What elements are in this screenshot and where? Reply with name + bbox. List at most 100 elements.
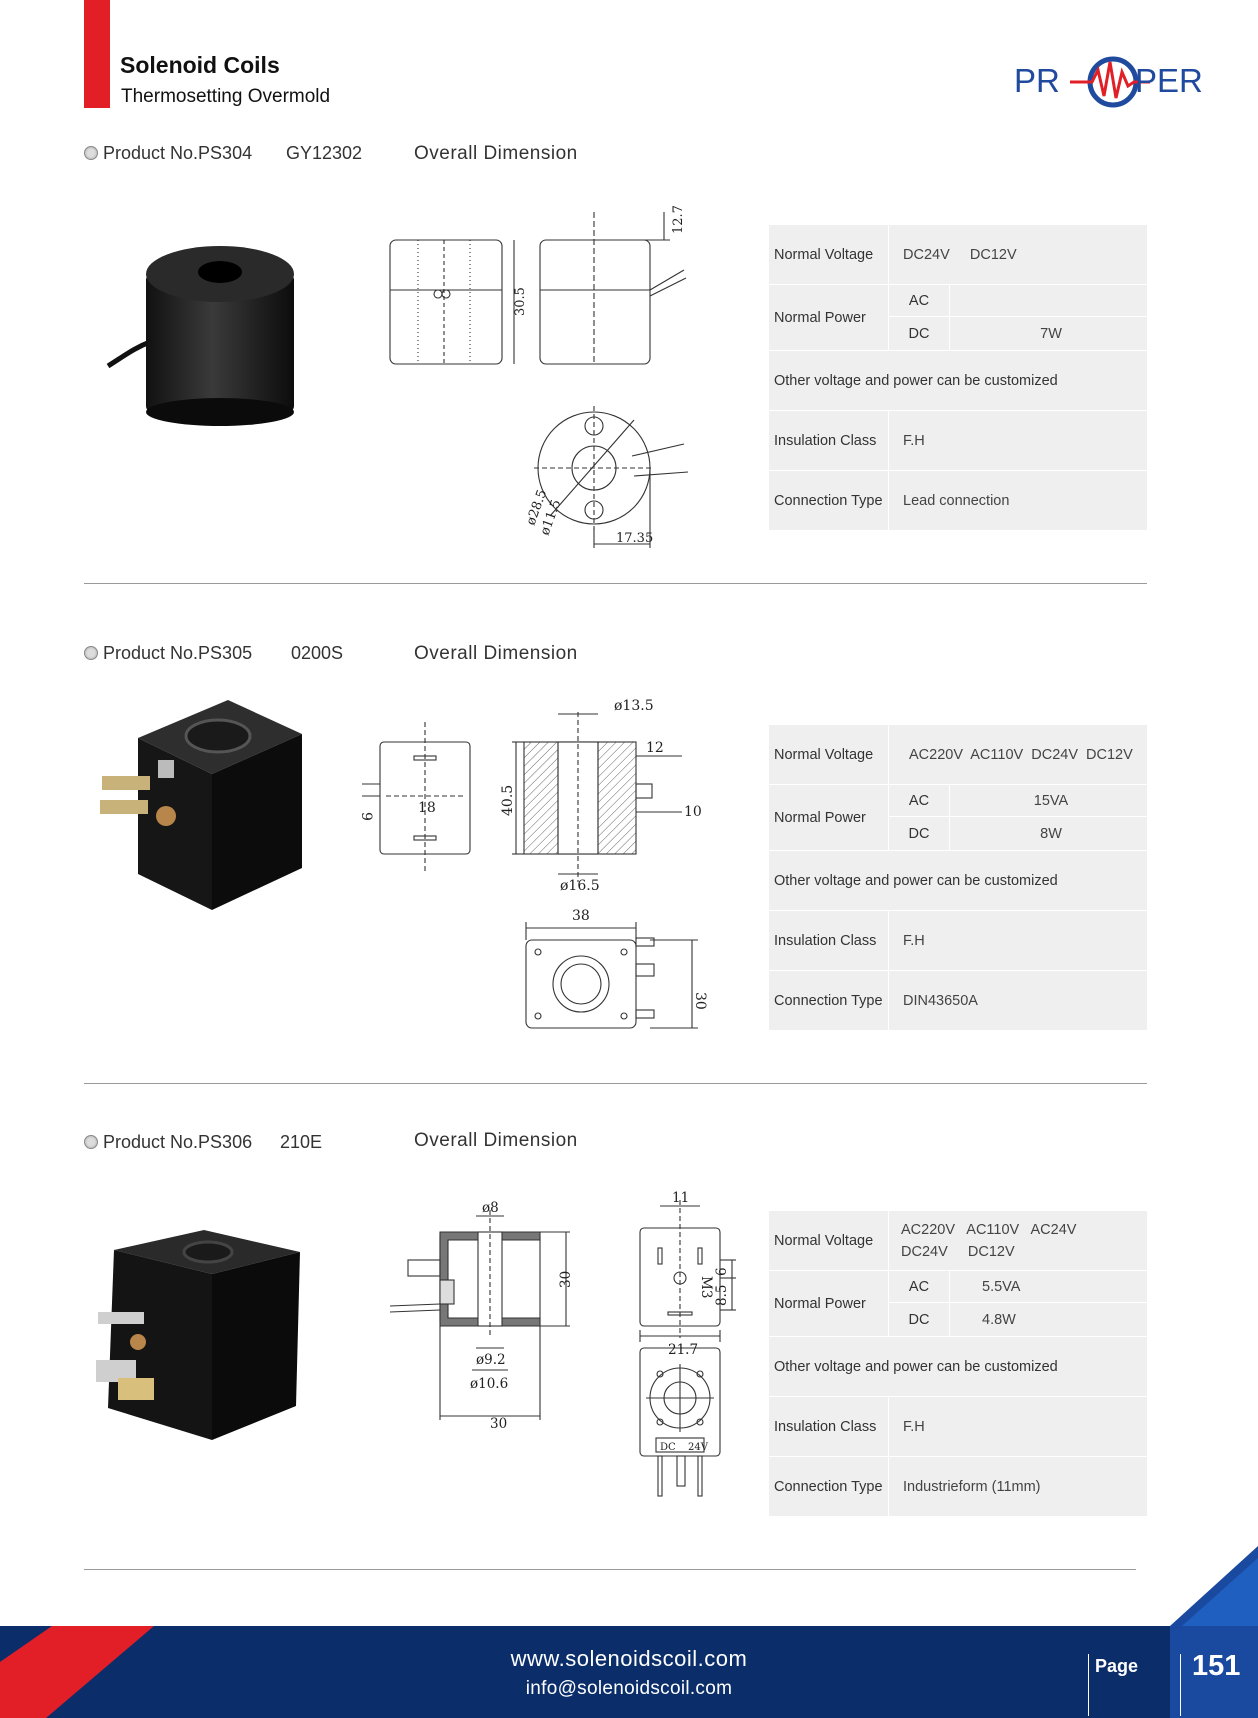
ps305-spec-table: Normal Voltage AC220V AC110V DC24V DC12V…: [768, 724, 1148, 1031]
dim-label: 30: [490, 1416, 507, 1432]
dim-label: 30.5: [513, 287, 528, 316]
logo-pulse-line: [1070, 61, 1150, 99]
dim-label: ø13.5: [614, 698, 654, 714]
product-model: 210E: [280, 1132, 323, 1152]
dim-label: 12.7: [671, 206, 686, 234]
product-header-ps306: Product No.PS306: [84, 1132, 252, 1153]
website-link[interactable]: www.solenoidscoil.com: [510, 1646, 748, 1671]
header-accent-bar: [84, 0, 110, 108]
footer-divider: [1088, 1654, 1089, 1716]
spec-key: Connection Type: [768, 970, 889, 1031]
dim-label: 10: [684, 804, 702, 820]
spec-value: 4.8W: [949, 1302, 1148, 1337]
spec-value: 7W: [949, 316, 1148, 351]
spec-subkey: DC: [888, 316, 950, 351]
voltage-line: DC24V DC12V: [903, 246, 1017, 263]
page-number: 151: [1192, 1650, 1241, 1682]
spec-value: [949, 284, 1148, 317]
product-number: Product No.PS306: [103, 1132, 253, 1152]
spec-subkey: DC: [888, 1302, 950, 1337]
spec-value: F.H: [888, 1396, 1148, 1457]
spec-key: Normal Voltage: [768, 724, 889, 785]
product-model: GY12302: [286, 143, 363, 163]
spec-value: 5.5VA: [949, 1270, 1148, 1303]
spec-key: Normal Power: [768, 784, 889, 851]
dim-label: 12: [646, 740, 664, 756]
dim-label: 21.7: [668, 1342, 698, 1358]
spec-key: Connection Type: [768, 1456, 889, 1517]
dim-label: 9: [358, 812, 374, 821]
dim-label: DC: [660, 1442, 676, 1453]
page-label: Page: [1095, 1656, 1139, 1676]
spec-value: 15VA: [949, 784, 1148, 817]
spec-subkey: DC: [888, 816, 950, 851]
product-number: Product No.PS304: [103, 143, 253, 163]
dim-label: ø10.6: [470, 1376, 508, 1392]
dim-label: 11: [672, 1190, 689, 1206]
email-link[interactable]: info@solenoidscoil.com: [525, 1678, 733, 1699]
section-divider: [84, 583, 1147, 584]
spec-key: Insulation Class: [768, 910, 889, 971]
footer-band: [0, 1626, 1258, 1718]
ps305-coil-photo: [100, 700, 302, 910]
voltage-line: DC24V DC12V: [901, 1243, 1015, 1260]
dim-label: 38: [572, 908, 590, 924]
dim-label: 40.5: [500, 785, 516, 816]
ps306-spec-table: Normal Voltage AC220V AC110V AC24V DC24V…: [768, 1210, 1148, 1517]
spec-value: F.H: [888, 910, 1148, 971]
ps306-dimension-drawing: ø8 30 ø9.2 ø10.6 30 11 6 M3 8.5 21.7 DC …: [390, 1190, 736, 1497]
spec-key: Normal Power: [768, 284, 889, 351]
spec-value: DIN43650A: [888, 970, 1148, 1031]
spec-key: Insulation Class: [768, 410, 889, 471]
dim-label: ø9.2: [476, 1352, 506, 1368]
logo-text-right: PER: [1135, 62, 1203, 99]
spec-note: Other voltage and power can be customize…: [768, 350, 1148, 411]
spec-note: Other voltage and power can be customize…: [768, 850, 1148, 911]
product-header-ps305: Product No.PS305: [84, 643, 252, 664]
dim-label: ø8: [482, 1200, 499, 1216]
spec-subkey: AC: [888, 784, 950, 817]
spec-value: Industrieform (11mm): [888, 1456, 1148, 1517]
footer-decoration: [0, 1546, 1258, 1718]
ps306-coil-photo: [96, 1230, 300, 1440]
product-header-ps304: Product No.PS304: [84, 143, 252, 164]
section-divider: [84, 1083, 1147, 1084]
voltage-line: AC220V AC110V DC24V DC12V: [909, 746, 1133, 763]
spec-key: Normal Voltage: [768, 1210, 889, 1271]
bullet-icon: [84, 1135, 98, 1149]
dim-label: 18: [418, 800, 436, 816]
dim-label: ø16.5: [560, 878, 600, 894]
overall-dimension-label: Overall Dimension: [414, 1130, 578, 1151]
dim-label: 17.35: [616, 531, 653, 546]
bullet-icon: [84, 646, 98, 660]
spec-value: AC220V AC110V DC24V DC12V: [888, 724, 1148, 785]
spec-key: Normal Voltage: [768, 224, 889, 285]
product-number: Product No.PS305: [103, 643, 253, 663]
voltage-line: AC220V AC110V AC24V: [901, 1221, 1077, 1238]
ps305-dimension-drawing: ø13.5 12 9 18 40.5 10 ø16.5 38 30: [358, 698, 708, 1029]
page-subtitle: Thermosetting Overmold: [121, 86, 331, 107]
dim-label: M3: [698, 1276, 714, 1298]
spec-value: F.H: [888, 410, 1148, 471]
logo-text-left: PR: [1014, 62, 1060, 99]
dim-label: 24V: [688, 1442, 709, 1453]
footer-divider: [1180, 1654, 1181, 1716]
spec-value: DC24V DC12V: [888, 224, 1148, 285]
section-divider: [84, 1569, 1136, 1570]
dim-label: 30: [558, 1271, 574, 1288]
ps304-spec-table: Normal Voltage DC24V DC12V Normal Power …: [768, 224, 1148, 531]
spec-note: Other voltage and power can be customize…: [768, 1336, 1148, 1397]
dim-label: 30: [692, 992, 708, 1010]
bullet-icon: [84, 146, 98, 160]
page-title: Solenoid Coils: [120, 52, 280, 78]
overall-dimension-label: Overall Dimension: [414, 143, 578, 164]
spec-value: Lead connection: [888, 470, 1148, 531]
ps304-dimension-drawing: 12.7 30.5 ø28.5 ø11.5 17.35: [389, 206, 689, 548]
spec-key: Normal Power: [768, 1270, 889, 1337]
dim-label: 6: [714, 1267, 730, 1276]
spec-subkey: AC: [888, 1270, 950, 1303]
spec-key: Insulation Class: [768, 1396, 889, 1457]
spec-value: 8W: [949, 816, 1148, 851]
ps304-coil-photo: [106, 246, 294, 426]
proper-logo: PR PER: [1014, 56, 1203, 108]
